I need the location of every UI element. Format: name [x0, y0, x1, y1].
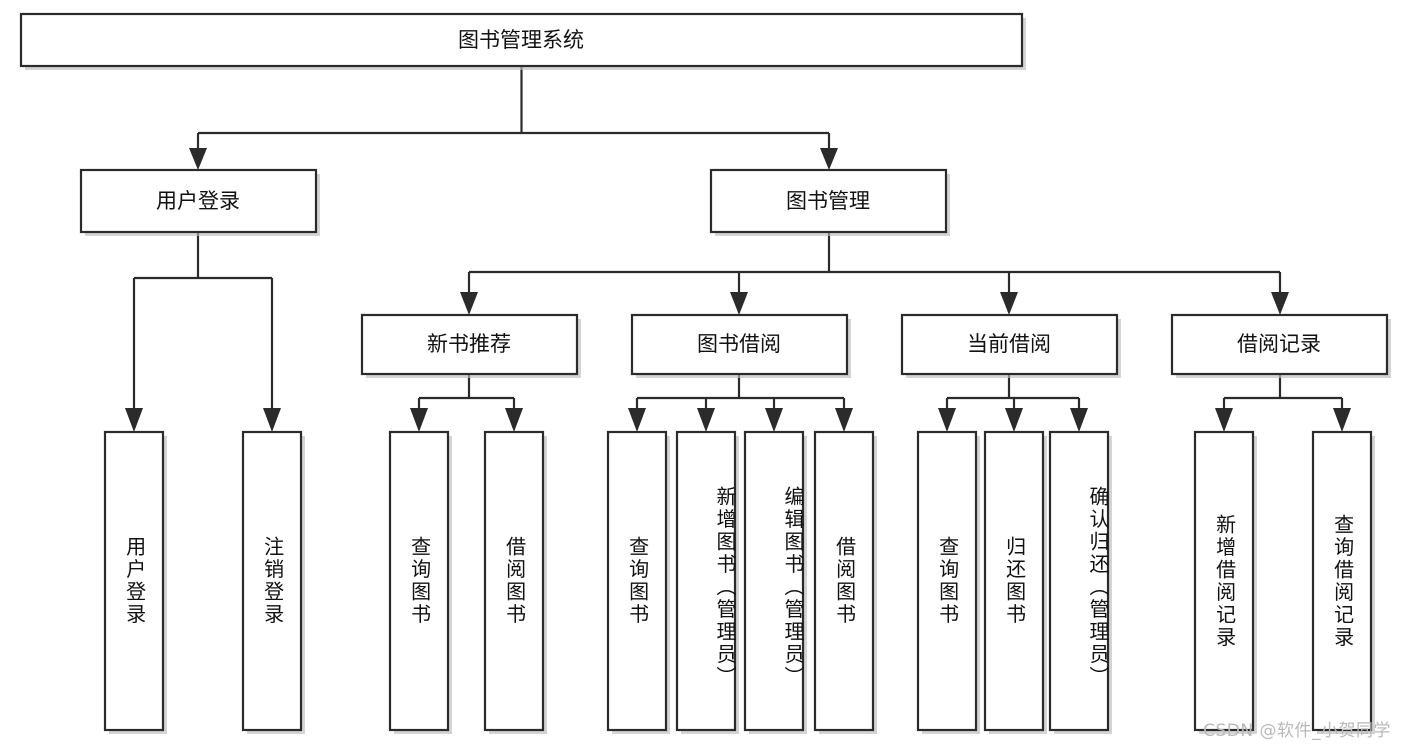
leaf-book-borrow-lend[interactable]: [813, 430, 877, 734]
connector-userlogin-to-leaves: [125, 232, 281, 432]
node-root-label: 图书管理系统: [458, 28, 584, 52]
connector-newbook-to-leaves: [410, 375, 523, 432]
node-user-login[interactable]: 用户登录: [79, 168, 320, 236]
node-user-login-label: 用户登录: [156, 189, 240, 213]
leaf-borrow-record-add[interactable]: [1193, 430, 1257, 734]
node-borrow-record-label: 借阅记录: [1237, 332, 1321, 356]
node-current-borrow[interactable]: 当前借阅: [900, 313, 1121, 378]
node-book-borrow[interactable]: 图书借阅: [630, 313, 851, 378]
node-new-book-recommend-label: 新书推荐: [427, 332, 511, 356]
node-book-management[interactable]: 图书管理: [709, 168, 950, 236]
leaf-new-book-query[interactable]: [388, 430, 452, 734]
watermark: CSDN @软件_小贺同学: [1203, 721, 1391, 741]
connector-bookmanage-to-level3: [460, 232, 1289, 315]
node-book-management-label: 图书管理: [786, 189, 870, 213]
leaf-book-borrow-query[interactable]: [606, 430, 670, 734]
leaf-book-borrow-edit[interactable]: [743, 430, 807, 734]
connector-borrowrecord-to-leaves: [1215, 375, 1351, 432]
leaf-book-borrow-add[interactable]: [675, 430, 739, 734]
leaf-user-login-login[interactable]: [103, 430, 167, 734]
node-new-book-recommend[interactable]: 新书推荐: [360, 313, 581, 378]
connector-bookborrow-to-leaves: [628, 375, 853, 432]
connector-root-to-level2: [189, 66, 838, 170]
node-current-borrow-label: 当前借阅: [967, 332, 1051, 356]
node-root[interactable]: 图书管理系统: [19, 12, 1026, 70]
connector-currentborrow-to-leaves: [938, 375, 1088, 432]
leaf-user-login-logout[interactable]: [241, 430, 305, 734]
leaf-current-borrow-confirm[interactable]: [1048, 430, 1112, 734]
leaf-current-borrow-query[interactable]: [916, 430, 980, 734]
leaf-current-borrow-return[interactable]: [983, 430, 1047, 734]
node-book-borrow-label: 图书借阅: [697, 332, 781, 356]
leaf-new-book-borrow[interactable]: [483, 430, 547, 734]
node-borrow-record[interactable]: 借阅记录: [1170, 313, 1391, 378]
leaf-borrow-record-query[interactable]: [1311, 430, 1375, 734]
